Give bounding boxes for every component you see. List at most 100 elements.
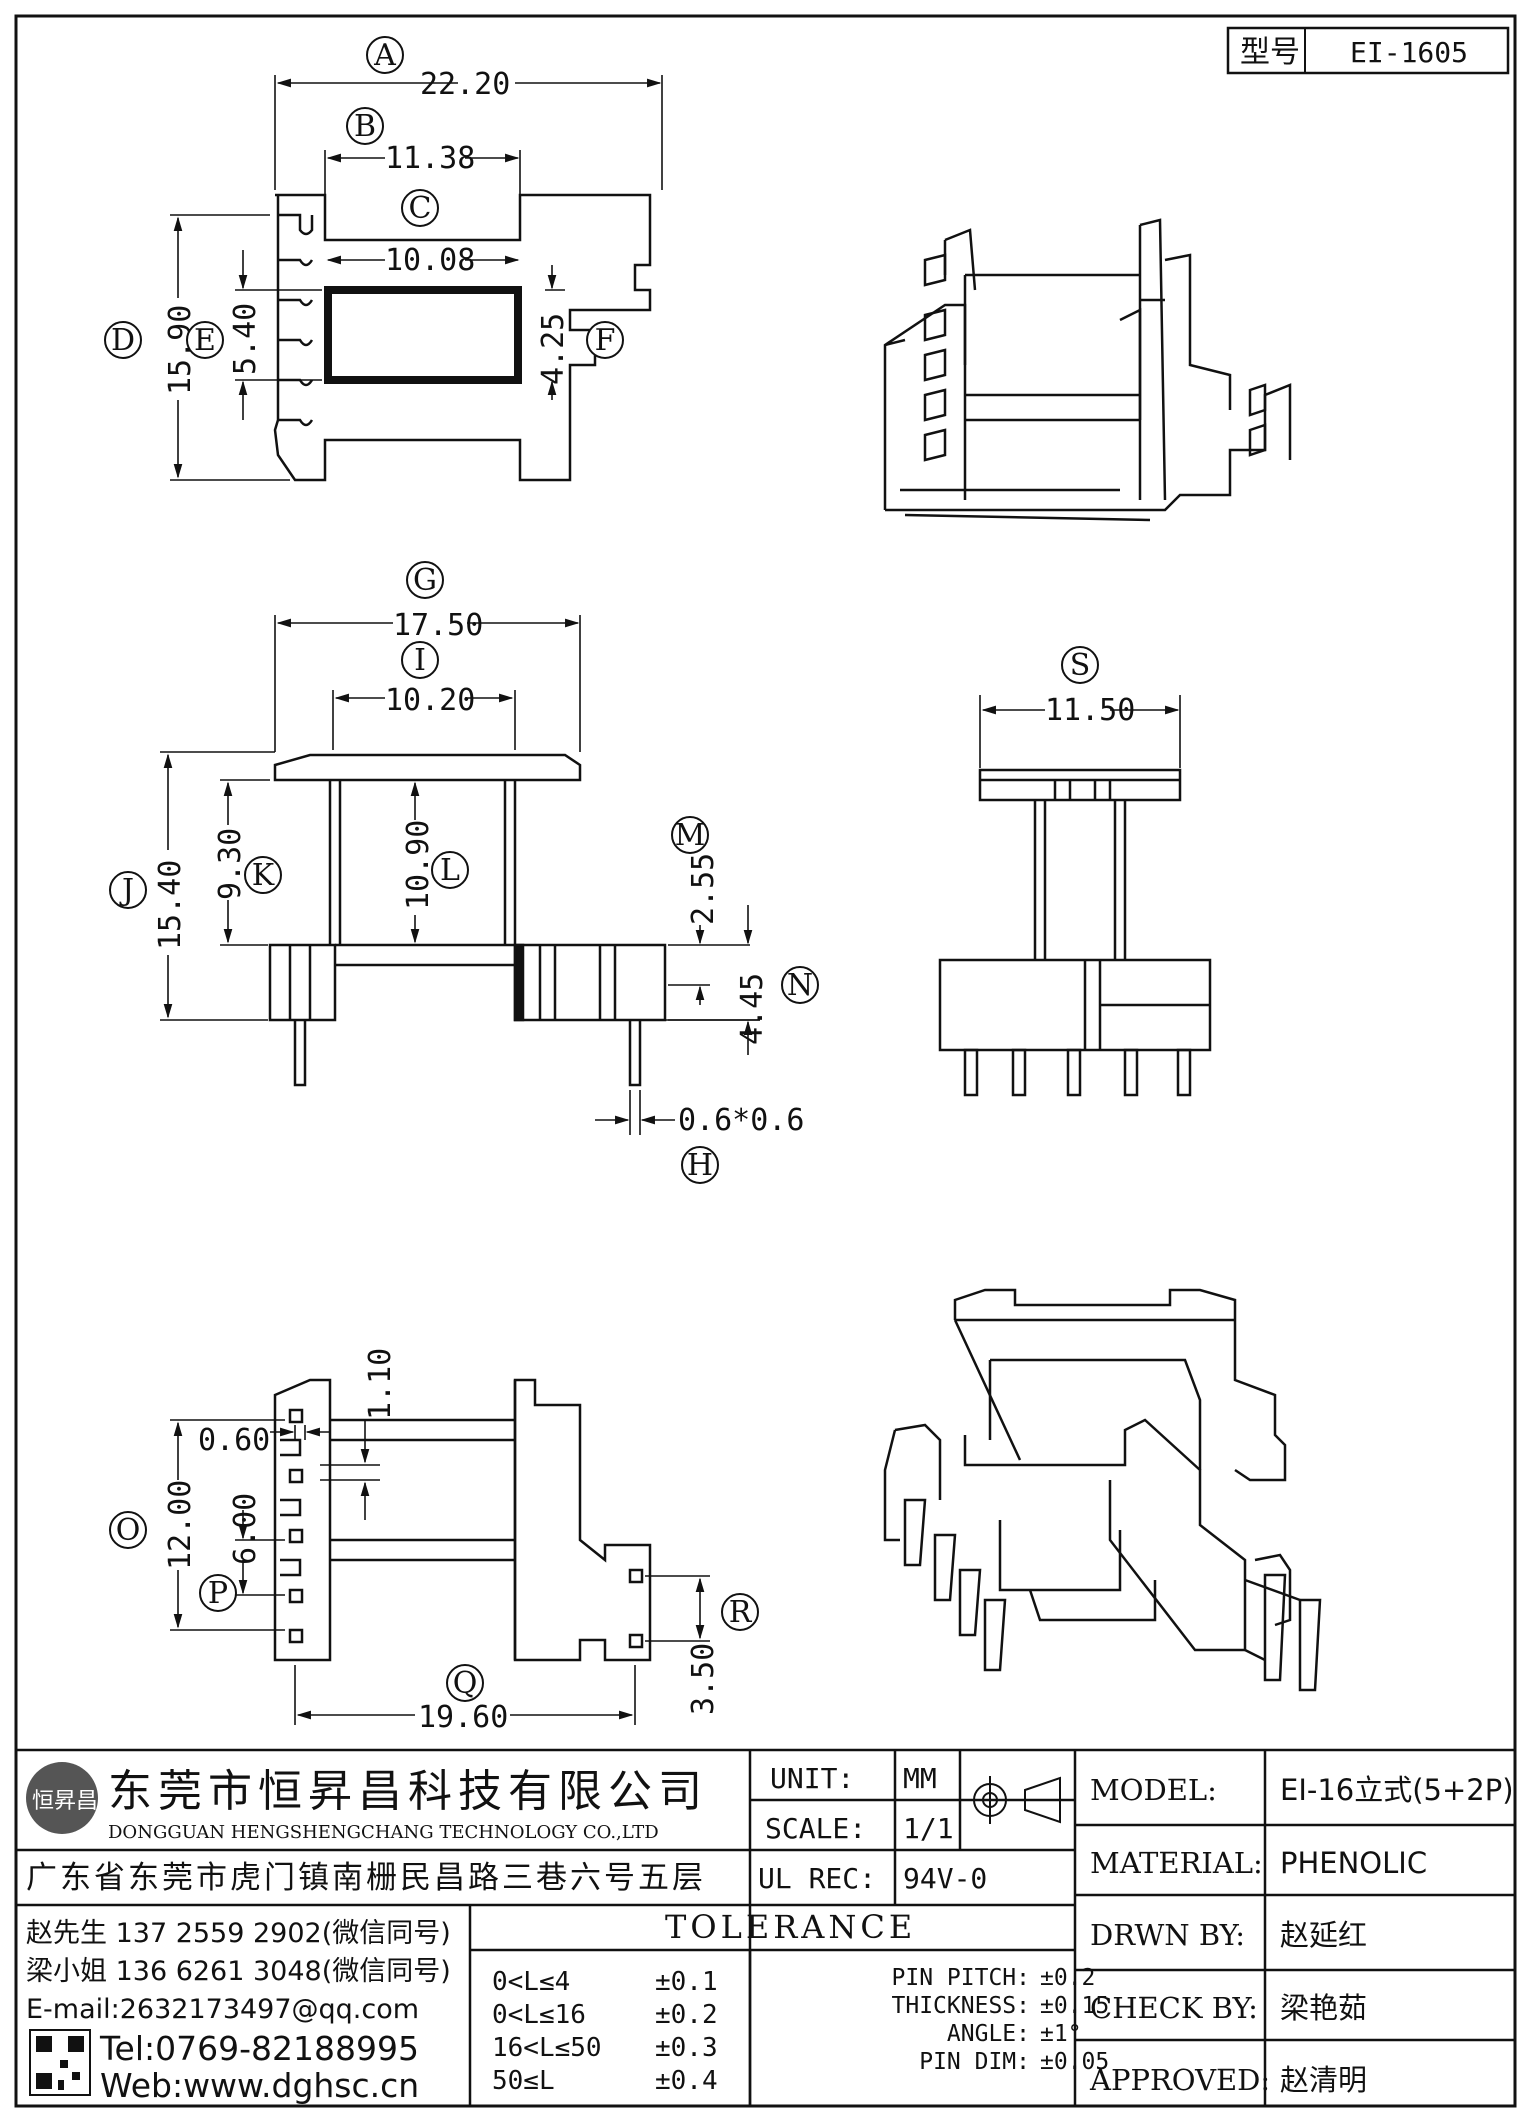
bottom-view bbox=[273, 1378, 652, 1662]
tolerance-range: 16<L≤50 bbox=[492, 2033, 602, 2063]
callout-q: Q bbox=[446, 1664, 484, 1702]
callout-letter: R bbox=[729, 1595, 753, 1630]
top-view-dim-text: 22.20 11.38 10.08 15.90 5.40 4.25 bbox=[163, 67, 571, 395]
callout-letter: G bbox=[413, 563, 437, 598]
field-label: MODEL: bbox=[1090, 1773, 1217, 1807]
field-value: 梁艳茹 bbox=[1280, 1991, 1367, 2025]
callout-letter: P bbox=[208, 1576, 228, 1611]
sheet-border bbox=[14, 14, 1517, 2108]
tolerance-value: ±0.4 bbox=[655, 2066, 718, 2096]
company-logo: 恒昇昌 bbox=[26, 1762, 98, 1834]
field-value: 赵延红 bbox=[1280, 1918, 1367, 1952]
dim-l-value: 10.90 bbox=[401, 820, 436, 910]
callout-b: B bbox=[346, 107, 384, 145]
tolerance-value: ±0.1 bbox=[655, 1967, 718, 1997]
callout-d: D bbox=[104, 321, 142, 359]
unit-value: MM bbox=[903, 1762, 937, 1795]
callout-circle bbox=[681, 1146, 719, 1184]
callout-f: F bbox=[586, 321, 624, 359]
dim-k-value: 9.30 bbox=[213, 828, 248, 900]
callout-letter: S bbox=[1070, 648, 1091, 683]
field-value: 赵清明 bbox=[1280, 2063, 1367, 2097]
tolerance-range: 0<L≤4 bbox=[492, 1967, 570, 1997]
callout-j: J bbox=[109, 871, 147, 909]
dim-b-value: 11.38 bbox=[385, 141, 475, 176]
front-view-dim-text: 17.50 10.20 15.40 9.30 10.90 2.55 4.45 0… bbox=[153, 608, 804, 1138]
projection-symbol-icon bbox=[965, 1776, 1061, 1824]
callout-letter: H bbox=[687, 1148, 713, 1183]
dim-060-value: 0.60 bbox=[198, 1423, 270, 1458]
side-view-dimensions bbox=[979, 695, 1181, 768]
company-name-cn: 东莞市恒昇昌科技有限公司 bbox=[108, 1766, 708, 1817]
model-box-label: 型号 bbox=[1240, 35, 1300, 70]
callout-circle bbox=[401, 189, 439, 227]
field-label: DRWN BY: bbox=[1090, 1918, 1245, 1952]
top-view-slots bbox=[278, 213, 314, 427]
tolerance-extra-value: ±1° bbox=[1040, 2021, 1082, 2047]
field-value: EI-16立式(5+2P) bbox=[1280, 1773, 1514, 1807]
dim-110-value: 1.10 bbox=[363, 1348, 398, 1420]
dim-p-value: 6.00 bbox=[228, 1493, 263, 1565]
field-label: APPROVED: bbox=[1089, 2063, 1270, 2097]
dim-o-value: 12.00 bbox=[163, 1480, 198, 1570]
callout-l: L bbox=[431, 851, 469, 889]
callout-letter: L bbox=[440, 853, 460, 888]
iso-view-top bbox=[883, 218, 1292, 522]
tolerance-range: 50≤L bbox=[492, 2066, 555, 2096]
callout-circle bbox=[186, 321, 224, 359]
callout-circle bbox=[109, 871, 147, 909]
dim-f-value: 4.25 bbox=[536, 313, 571, 385]
scale-label: SCALE: bbox=[765, 1812, 866, 1845]
front-view-dimensions bbox=[160, 615, 760, 1135]
web: Web:www.dghsc.cn bbox=[100, 2066, 419, 2105]
callout-circle bbox=[781, 966, 819, 1004]
callout-h: H bbox=[681, 1146, 719, 1184]
tolerance-extra-value: ±0.15 bbox=[1040, 1993, 1109, 2019]
tolerance-extra-label: PIN PITCH: bbox=[892, 1965, 1030, 1991]
callout-letter: J bbox=[119, 873, 134, 908]
model-box: 型号 EI-1605 bbox=[1226, 26, 1510, 75]
callout-a: A bbox=[366, 36, 404, 74]
ulrec-label: UL REC: bbox=[758, 1862, 876, 1895]
callout-letter: A bbox=[373, 38, 396, 73]
tolerance-extra-label: PIN DIM: bbox=[919, 2049, 1030, 2075]
callout-circle bbox=[1061, 646, 1099, 684]
front-view bbox=[268, 753, 667, 1087]
callout-circle bbox=[406, 561, 444, 599]
side-view bbox=[938, 768, 1212, 1097]
tolerance-extra-value: ±0.05 bbox=[1040, 2049, 1109, 2075]
callout-letter: F bbox=[595, 323, 616, 358]
tolerance-table: 0<L≤4±0.10<L≤16±0.216<L≤50±0.350≤L±0.4PI… bbox=[492, 1965, 1109, 2096]
qr-code-icon bbox=[29, 2029, 91, 2096]
callout-circle bbox=[366, 36, 404, 74]
callout-k: K bbox=[244, 856, 282, 894]
callout-e: E bbox=[186, 321, 224, 359]
field-label: CHECK BY: bbox=[1090, 1991, 1258, 2025]
callout-g: G bbox=[406, 561, 444, 599]
tolerance-title: TOLERANCE bbox=[665, 1908, 916, 1946]
callout-letter: C bbox=[409, 191, 432, 226]
callout-r: R bbox=[721, 1593, 759, 1631]
tolerance-extra-value: ±0.2 bbox=[1040, 1965, 1095, 1991]
tolerance-extra-label: ANGLE: bbox=[947, 2021, 1030, 2047]
callout-s: S bbox=[1061, 646, 1099, 684]
tolerance-value: ±0.3 bbox=[655, 2033, 718, 2063]
top-view-core-window bbox=[324, 286, 522, 384]
dim-j-value: 15.40 bbox=[153, 860, 188, 950]
callout-c: C bbox=[401, 189, 439, 227]
tel: Tel:0769-82188995 bbox=[99, 2029, 419, 2068]
contact-2: 梁小姐 136 6261 3048(微信同号) bbox=[26, 1956, 451, 1987]
callout-p: P bbox=[199, 1574, 237, 1612]
callout-letter: M bbox=[675, 818, 706, 853]
dim-h-value: 0.6*0.6 bbox=[678, 1103, 804, 1138]
callout-o: O bbox=[109, 1511, 147, 1549]
callout-letter: I bbox=[414, 643, 426, 678]
dim-n-value: 4.45 bbox=[735, 973, 770, 1045]
callout-circle bbox=[431, 851, 469, 889]
tolerance-value: ±0.2 bbox=[655, 2000, 718, 2030]
dim-c-value: 10.08 bbox=[385, 243, 475, 278]
tolerance-extra-label: THICKNESS: bbox=[892, 1993, 1030, 2019]
contact-1: 赵先生 137 2559 2902(微信同号) bbox=[26, 1918, 451, 1949]
ulrec-value: 94V-0 bbox=[903, 1862, 987, 1895]
callout-circle bbox=[109, 1511, 147, 1549]
